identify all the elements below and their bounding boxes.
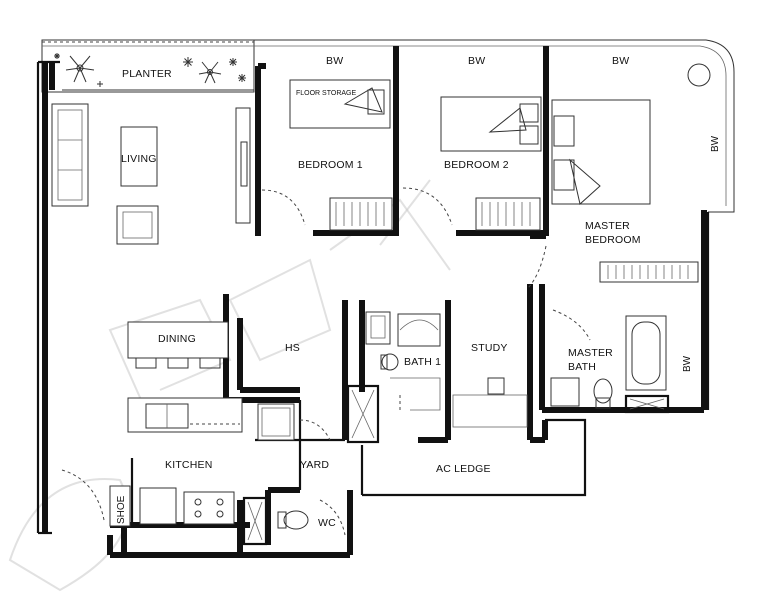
door-swing-bedroom-1 [261, 189, 306, 226]
master-bath-fixtures [550, 309, 613, 409]
label-bath-1: BATH 1 [404, 356, 441, 368]
bath-1-fixtures [365, 311, 441, 411]
label-floor-storage: FLOOR STORAGE [296, 90, 356, 97]
label-bedroom-1: BEDROOM 1 [298, 159, 363, 171]
kitchen-counter [127, 397, 295, 441]
label-living: LIVING [121, 153, 157, 165]
fridge [130, 458, 177, 525]
door-swing-master [527, 245, 547, 289]
dining-table [127, 321, 229, 369]
label-hs: HS [285, 342, 300, 354]
label-bw-bath: BW [682, 355, 693, 372]
label-master-bedroom-line1: MASTER [585, 220, 630, 232]
wardrobe-master [599, 261, 699, 283]
plant-icon [54, 53, 246, 87]
label-planter: PLANTER [122, 68, 172, 80]
armchair [116, 205, 159, 245]
wardrobe-bedroom-2 [475, 197, 541, 231]
label-master-bath-line1: MASTER [568, 347, 613, 359]
label-master-bedroom-line2: BEDROOM [585, 234, 641, 246]
door-swing-hs [299, 419, 331, 441]
label-master-bath-line2: BATH [568, 361, 596, 373]
label-bw-right: BW [710, 135, 721, 152]
wc-fixtures [242, 496, 346, 546]
label-study: STUDY [471, 342, 508, 354]
label-dining: DINING [158, 333, 196, 345]
bed-master [551, 99, 651, 205]
planter-area [41, 39, 255, 93]
watermark [8, 179, 451, 592]
bathtub [625, 315, 667, 391]
label-ac-ledge: AC LEDGE [436, 463, 491, 475]
sofa [51, 103, 89, 207]
label-bw-bedroom-1: BW [326, 55, 343, 67]
bed-bedroom-1 [289, 79, 391, 129]
label-kitchen: KITCHEN [165, 459, 213, 471]
label-yard: YARD [300, 459, 329, 471]
tv-console [235, 107, 251, 224]
bed-bedroom-2 [440, 96, 542, 152]
label-bw-bedroom-2: BW [468, 55, 485, 67]
door-swing-entrance [61, 469, 105, 521]
door-swing-bedroom-2 [402, 187, 453, 226]
cabinet-bath-1 [346, 384, 380, 444]
wardrobe-bedroom-1 [329, 197, 393, 231]
label-bedroom-2: BEDROOM 2 [444, 159, 509, 171]
label-bw-master: BW [612, 55, 629, 67]
coffee-table [120, 126, 158, 187]
study-desk [452, 377, 528, 428]
cabinet-master-bath [624, 394, 670, 414]
shoe-cabinet [109, 485, 131, 527]
label-wc: WC [318, 517, 336, 529]
label-shoe: SHOE [116, 495, 127, 524]
stove [183, 491, 235, 525]
walls [36, 39, 735, 558]
